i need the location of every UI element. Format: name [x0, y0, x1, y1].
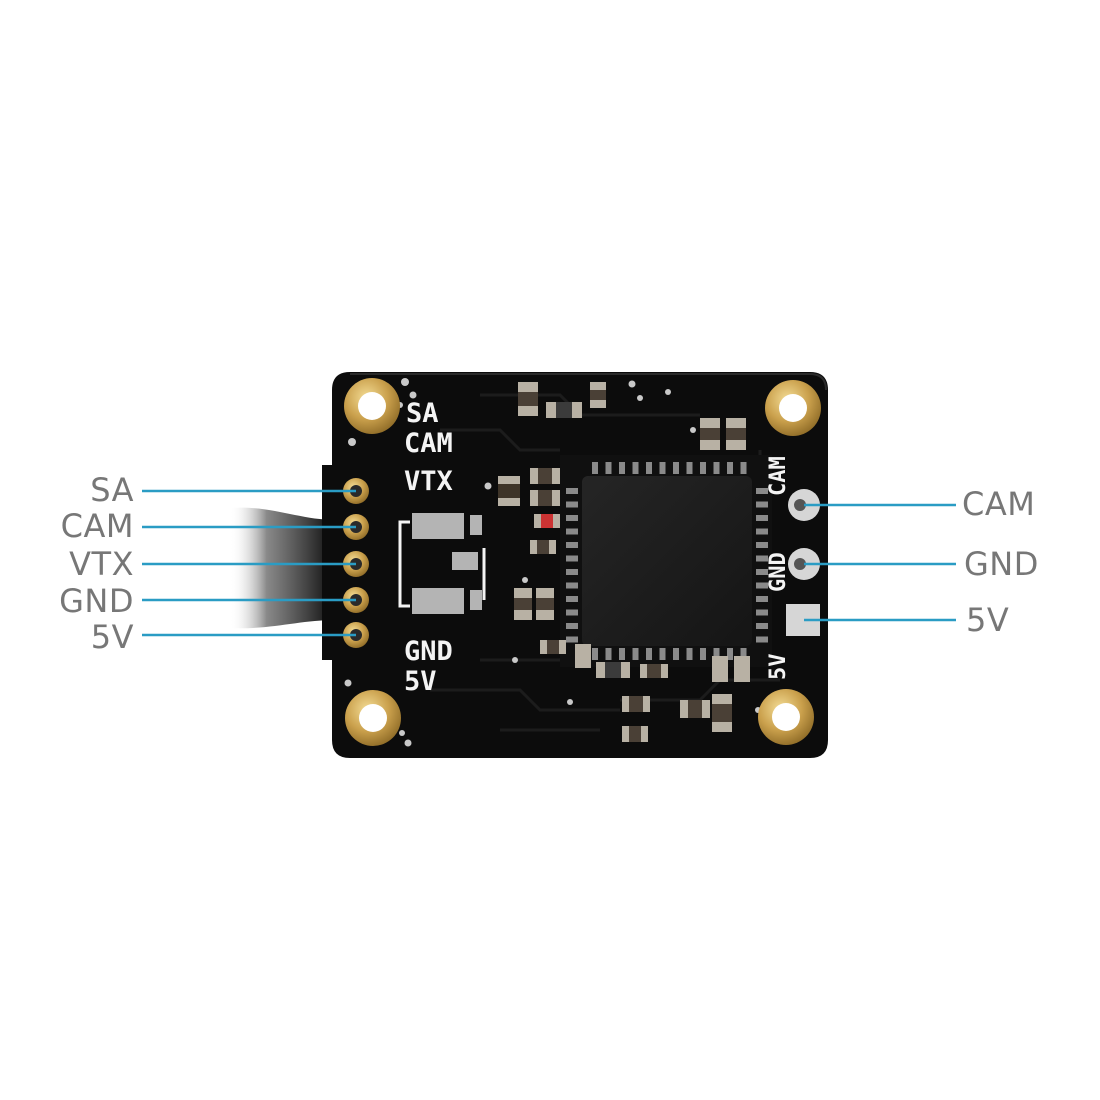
silk-vtx: VTX	[404, 466, 453, 497]
mounting-holes	[344, 378, 821, 746]
callout-right-cam: CAM	[962, 485, 1036, 523]
silk-cam: CAM	[404, 428, 453, 459]
silk-gnd: GND	[404, 636, 453, 667]
callout-lines	[142, 489, 956, 637]
callout-left-cam: CAM	[60, 507, 134, 545]
cable	[230, 507, 335, 629]
main-chip	[560, 455, 772, 667]
callout-left-sa: SA	[90, 471, 134, 509]
silk-right-gnd: GND	[766, 552, 791, 592]
silk-sa: SA	[406, 398, 439, 429]
silkscreen-bracket	[398, 520, 486, 608]
callout-right-gnd: GND	[964, 545, 1039, 583]
callout-left-5v: 5V	[90, 618, 134, 656]
callout-left-vtx: VTX	[69, 545, 134, 583]
smd-components	[412, 382, 750, 742]
silk-right-5v: 5V	[766, 654, 791, 681]
callout-left-gnd: GND	[59, 582, 134, 620]
silk-right-cam: CAM	[766, 456, 791, 496]
callout-right-5v: 5V	[966, 601, 1010, 639]
right-solder-pads	[786, 489, 820, 636]
silk-5v: 5V	[404, 666, 437, 697]
